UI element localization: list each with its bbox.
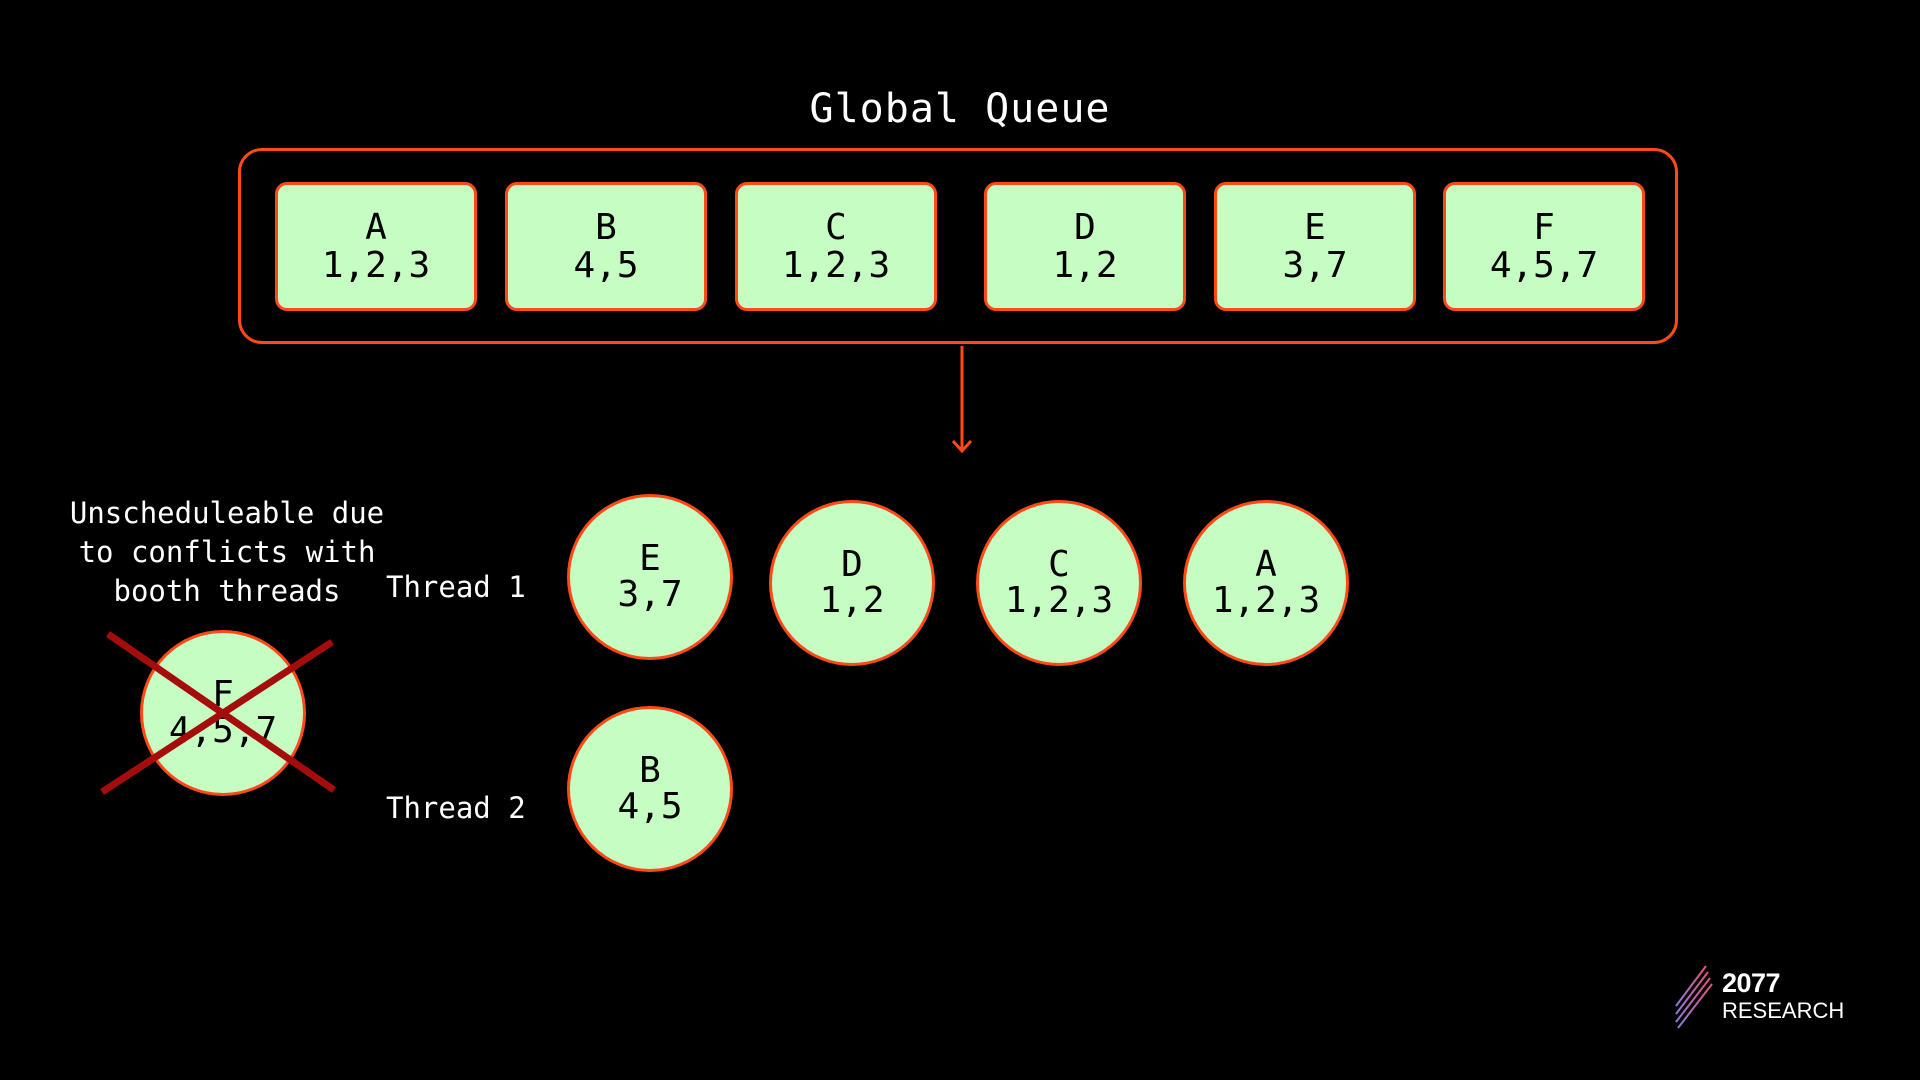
queue-item-values: 4,5 bbox=[573, 244, 639, 286]
queue-item-c: C 1,2,3 bbox=[735, 182, 937, 311]
queue-item-name: E bbox=[1304, 206, 1326, 248]
thread-1-label: Thread 1 bbox=[386, 570, 526, 604]
note-line: Unscheduleable due bbox=[69, 496, 385, 530]
cross-out-line bbox=[100, 639, 334, 795]
node-name: D bbox=[841, 544, 863, 585]
thread-2-node-b: B 4,5 bbox=[567, 706, 733, 872]
note-line: booth threads bbox=[113, 574, 341, 608]
research-logo: 2077 RESEARCH bbox=[1672, 962, 1852, 1030]
note-line: to conflicts with bbox=[78, 535, 376, 569]
queue-item-f: F 4,5,7 bbox=[1443, 182, 1645, 311]
queue-item-a: A 1,2,3 bbox=[275, 182, 477, 311]
node-name: B bbox=[639, 750, 661, 791]
queue-item-name: C bbox=[825, 206, 847, 248]
queue-item-values: 4,5,7 bbox=[1489, 244, 1599, 286]
queue-item-values: 1,2,3 bbox=[321, 244, 431, 286]
queue-item-name: D bbox=[1074, 206, 1096, 248]
unschedulable-note: Unscheduleable due to conflicts with boo… bbox=[50, 494, 404, 611]
queue-item-name: F bbox=[1533, 206, 1555, 248]
node-name: A bbox=[1255, 544, 1277, 585]
logo-word: RESEARCH bbox=[1722, 998, 1845, 1023]
diagram-title: Global Queue bbox=[809, 86, 1111, 132]
global-queue-frame bbox=[238, 148, 1678, 344]
thread-1-node-a: A 1,2,3 bbox=[1183, 500, 1349, 666]
node-values: 4,5 bbox=[617, 786, 683, 827]
node-name: E bbox=[639, 538, 661, 579]
thread-1-node-e: E 3,7 bbox=[567, 494, 733, 660]
arrow-head-icon bbox=[951, 439, 973, 454]
queue-item-name: A bbox=[365, 206, 387, 248]
node-name: C bbox=[1048, 544, 1070, 585]
node-values: 1,2 bbox=[819, 580, 885, 621]
thread-1-node-c: C 1,2,3 bbox=[976, 500, 1142, 666]
thread-2-label: Thread 2 bbox=[386, 791, 526, 825]
node-values: 3,7 bbox=[617, 574, 683, 615]
queue-item-b: B 4,5 bbox=[505, 182, 707, 311]
queue-item-e: E 3,7 bbox=[1214, 182, 1416, 311]
queue-item-name: B bbox=[595, 206, 617, 248]
queue-item-values: 1,2 bbox=[1052, 244, 1118, 286]
queue-item-d: D 1,2 bbox=[984, 182, 1186, 311]
queue-item-values: 3,7 bbox=[1282, 244, 1348, 286]
node-name: F bbox=[212, 674, 234, 715]
thread-1-node-d: D 1,2 bbox=[769, 500, 935, 666]
node-values: 1,2,3 bbox=[1004, 580, 1114, 621]
node-values: 1,2,3 bbox=[1211, 580, 1321, 621]
logo-stripes-icon bbox=[1675, 965, 1713, 1029]
queue-item-values: 1,2,3 bbox=[781, 244, 891, 286]
logo-number: 2077 bbox=[1722, 968, 1781, 998]
